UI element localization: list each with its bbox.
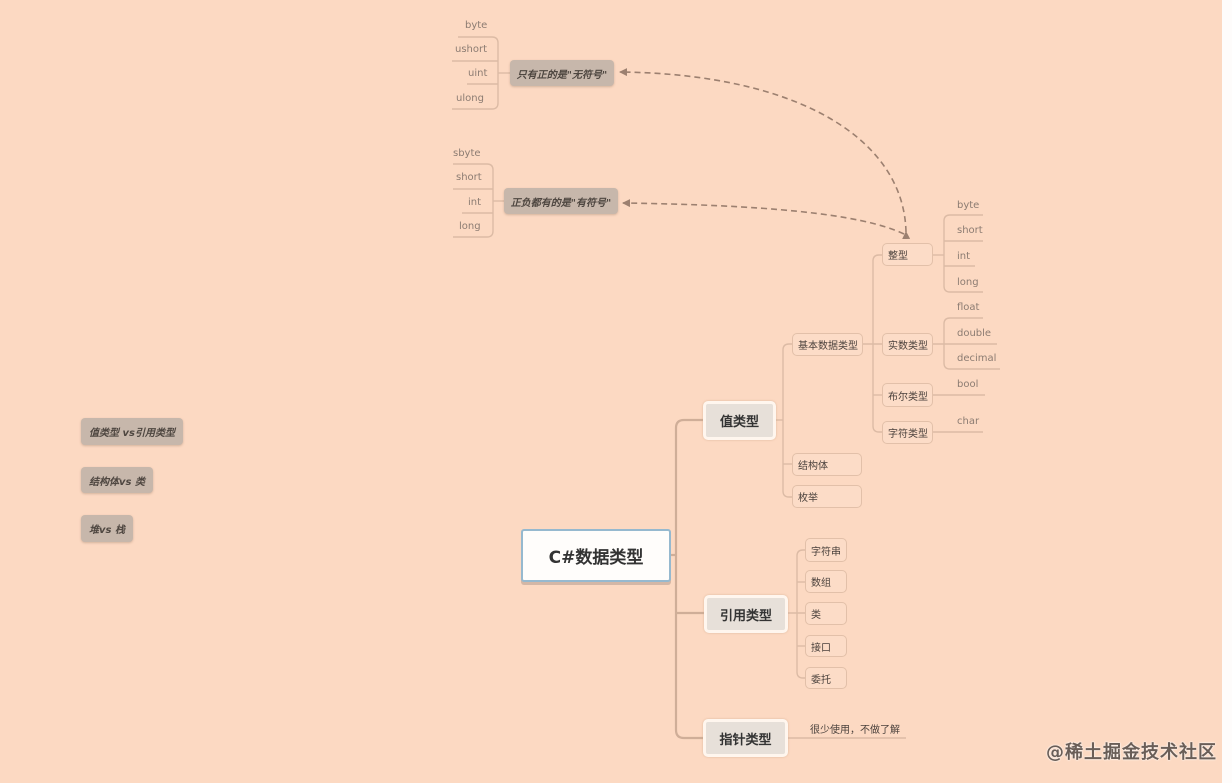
- leaf-byte[interactable]: byte: [957, 200, 980, 211]
- root-topic[interactable]: C#数据类型: [521, 529, 671, 582]
- side-note-value-vs-reference[interactable]: 值类型 vs引用类型: [81, 418, 183, 445]
- topic-boolean[interactable]: 布尔类型: [882, 383, 933, 407]
- pointer-types-note[interactable]: 很少使用，不做了解: [810, 725, 900, 736]
- leaf-long-signed[interactable]: long: [459, 221, 481, 232]
- topic-string[interactable]: 字符串: [805, 538, 847, 562]
- topic-integer[interactable]: 整型: [882, 243, 933, 266]
- leaf-float[interactable]: float: [957, 302, 980, 313]
- topic-class[interactable]: 类: [805, 602, 847, 625]
- floating-topic-unsigned[interactable]: 只有正的是"无符号": [510, 60, 614, 86]
- leaf-long[interactable]: long: [957, 277, 979, 288]
- leaf-sbyte[interactable]: sbyte: [453, 148, 481, 159]
- topic-delegate[interactable]: 委托: [805, 667, 847, 689]
- leaf-ulong[interactable]: ulong: [456, 93, 484, 104]
- topic-enum[interactable]: 枚举: [792, 485, 862, 508]
- leaf-ushort[interactable]: ushort: [455, 44, 488, 55]
- leaf-double[interactable]: double: [957, 328, 992, 339]
- side-note-struct-vs-class[interactable]: 结构体vs 类: [81, 467, 153, 493]
- topic-character[interactable]: 字符类型: [882, 421, 933, 444]
- topic-pointer-types[interactable]: 指针类型: [703, 719, 788, 757]
- leaf-int-signed[interactable]: int: [468, 197, 482, 208]
- leaf-short[interactable]: short: [957, 225, 983, 236]
- floating-topic-signed[interactable]: 正负都有的是"有符号": [504, 188, 618, 214]
- leaf-decimal[interactable]: decimal: [957, 353, 997, 364]
- leaf-byte-unsigned[interactable]: byte: [465, 20, 488, 31]
- trunk-lines: [671, 418, 705, 740]
- topic-basic-data-types[interactable]: 基本数据类型: [792, 333, 863, 356]
- watermark: @稀土掘金技术社区: [1046, 742, 1217, 763]
- topic-reference-types[interactable]: 引用类型: [704, 595, 788, 633]
- canvas-edge-strip: [1222, 0, 1232, 783]
- leaf-int[interactable]: int: [957, 251, 971, 262]
- topic-array[interactable]: 数组: [805, 570, 847, 593]
- topic-value-types[interactable]: 值类型: [703, 401, 776, 440]
- topic-interface[interactable]: 接口: [805, 635, 847, 657]
- leaf-char[interactable]: char: [957, 416, 980, 427]
- leaf-short-signed[interactable]: short: [456, 172, 482, 183]
- leaf-uint[interactable]: uint: [468, 68, 488, 79]
- leaf-bool[interactable]: bool: [957, 379, 979, 390]
- topic-real[interactable]: 实数类型: [882, 333, 933, 356]
- topic-struct[interactable]: 结构体: [792, 453, 862, 476]
- side-note-heap-vs-stack[interactable]: 堆vs 栈: [81, 515, 133, 542]
- relationship-arrows: [619, 68, 911, 240]
